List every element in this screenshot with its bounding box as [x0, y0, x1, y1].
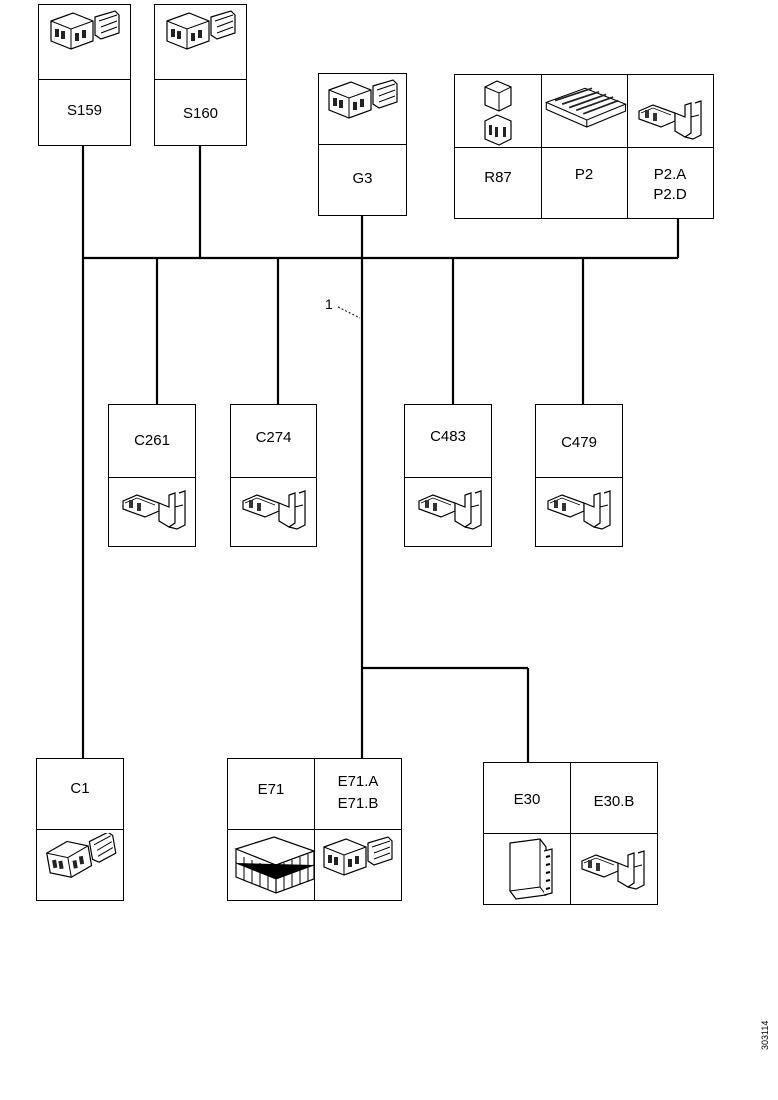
label-r87: R87	[484, 169, 512, 186]
connector-housing-icon	[328, 79, 398, 119]
label-p2a: P2.A	[653, 166, 687, 183]
connector-box-s159: S159	[38, 4, 131, 146]
label-c1: C1	[70, 780, 90, 797]
callout-number: 1	[325, 296, 333, 312]
connector-housing-icon	[44, 833, 120, 882]
label-c274: C274	[255, 429, 292, 446]
connector-box-c1: C1	[36, 758, 124, 901]
fuse-block-icon	[235, 836, 315, 894]
relay-icon	[484, 80, 512, 146]
label-e30b: E30.B	[593, 793, 635, 810]
harness-lines	[81, 145, 680, 762]
label-e71: E71	[257, 781, 285, 798]
connector-box-r87-p2: R87 P2 P2.A P2.D	[454, 74, 714, 219]
connector-box-s160: S160	[154, 4, 247, 146]
figure-id-stamp: 303114	[748, 1010, 778, 1050]
callout-1: 1	[325, 296, 361, 319]
connector-box-e71: E71 E71.A E71.B	[227, 758, 402, 901]
connector-box-g3: G3	[318, 73, 407, 216]
label-g3: G3	[352, 170, 373, 187]
connector-box-c479: C479	[535, 404, 623, 547]
connector-box-c483: C483	[404, 404, 492, 547]
connector-housing-icon	[323, 836, 393, 876]
label-p2d: P2.D	[653, 186, 687, 203]
label-c261: C261	[134, 432, 170, 449]
label-e71a: E71.A	[337, 773, 379, 790]
label-c483: C483	[430, 428, 466, 445]
connector-housing-icon	[166, 10, 236, 50]
label-s159: S159	[66, 102, 103, 119]
fuse-block-icon	[545, 87, 627, 128]
terminal-pin-icon	[242, 490, 306, 530]
connector-box-c261: C261	[108, 404, 196, 547]
terminal-pin-icon	[581, 850, 645, 890]
connector-housing-icon	[50, 10, 120, 50]
label-s160: S160	[182, 105, 219, 122]
terminal-pin-icon	[122, 490, 186, 530]
label-e71b: E71.B	[337, 795, 379, 812]
connector-box-e30: E30 E30.B	[483, 762, 658, 905]
label-c479: C479	[561, 434, 597, 451]
terminal-pin-icon	[547, 490, 611, 530]
control-module-icon	[509, 838, 553, 900]
label-p2: P2	[574, 166, 594, 183]
terminal-pin-icon	[638, 100, 702, 140]
label-e30: E30	[513, 791, 541, 808]
figure-id: 303114	[760, 1020, 770, 1050]
terminal-pin-icon	[418, 490, 482, 530]
connector-box-c274: C274	[230, 404, 317, 547]
